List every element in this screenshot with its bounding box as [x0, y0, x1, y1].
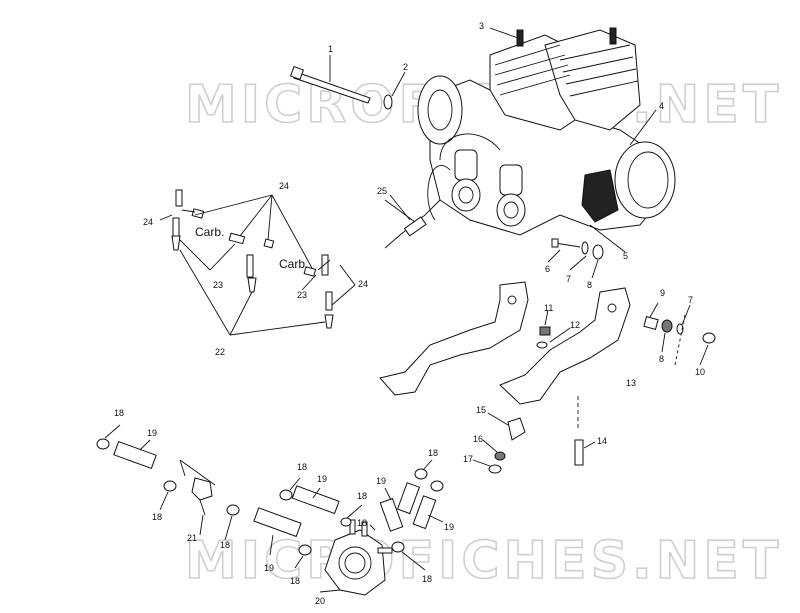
- callout-15: 15: [476, 405, 486, 415]
- callout-24a: 24: [279, 181, 289, 191]
- callout-3: 3: [479, 21, 484, 31]
- callout-21: 21: [187, 533, 197, 543]
- callout-19e: 19: [444, 522, 454, 532]
- callout-18f: 18: [428, 448, 438, 458]
- callout-19d: 19: [376, 476, 386, 486]
- callout-13: 13: [626, 378, 636, 388]
- bolt-stack-6-7-8: [547, 238, 604, 279]
- callout-2: 2: [403, 62, 408, 72]
- nut-11-washer-12: [536, 309, 571, 349]
- callout-23b: 23: [297, 290, 307, 300]
- callout-6: 6: [545, 264, 550, 274]
- callout-20: 20: [315, 596, 325, 606]
- callout-19a: 19: [147, 428, 157, 438]
- callout-16: 16: [473, 434, 483, 444]
- carb-label-1: Carb.: [195, 225, 224, 239]
- engine-leaders: [389, 27, 657, 253]
- callout-7b: 7: [688, 295, 693, 305]
- callout-22: 22: [215, 347, 225, 357]
- callout-18a: 18: [114, 408, 124, 418]
- callout-19b: 19: [317, 474, 327, 484]
- callout-10: 10: [695, 367, 705, 377]
- fuel-pump-lines: [96, 424, 444, 596]
- callout-18c: 18: [220, 540, 230, 550]
- callout-8b: 8: [659, 354, 664, 364]
- callout-24b: 24: [143, 217, 153, 227]
- watermark-bottom: MICROFICHES.NET: [185, 531, 782, 591]
- mount-hardware-right: [643, 302, 716, 366]
- callout-1: 1: [328, 44, 333, 54]
- callout-18h: 18: [422, 574, 432, 584]
- fuel-line-schematic: [159, 189, 356, 336]
- engine-assembly: [417, 27, 676, 236]
- callout-numbers: 1 2 3 4 5 6 7 7 8 8 9 10 11 12 13 14 15 …: [114, 21, 705, 606]
- callout-7a: 7: [566, 274, 571, 284]
- callout-19c: 19: [264, 563, 274, 573]
- callout-12: 12: [570, 320, 580, 330]
- callout-14: 14: [597, 436, 607, 446]
- washer-part-2: [383, 71, 406, 110]
- callout-9: 9: [660, 288, 665, 298]
- callout-17: 17: [463, 454, 473, 464]
- callout-8a: 8: [587, 280, 592, 290]
- engine-mount-plates: [379, 281, 631, 430]
- callout-18e: 18: [357, 491, 367, 501]
- callout-18i: 18: [357, 518, 367, 528]
- callout-18g: 18: [290, 576, 300, 586]
- carburetors: [451, 149, 526, 227]
- callout-18b: 18: [152, 512, 162, 522]
- mount-hardware-lower: [472, 412, 596, 474]
- engine-bolt-part: [289, 55, 371, 104]
- callout-18d: 18: [297, 462, 307, 472]
- callout-11: 11: [544, 303, 553, 313]
- callout-25: 25: [377, 186, 387, 196]
- callout-4: 4: [659, 101, 664, 111]
- callout-24c: 24: [358, 279, 368, 289]
- carb-label-2: Carb.: [279, 257, 308, 271]
- throttle-cable-part: [384, 199, 441, 249]
- callout-23a: 23: [213, 280, 223, 290]
- callout-5: 5: [623, 251, 628, 261]
